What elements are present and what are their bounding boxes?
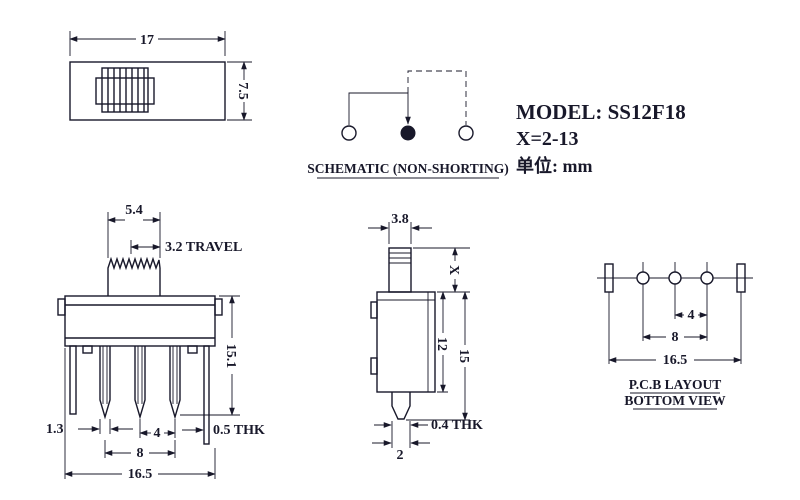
schematic-dashed-trace [407, 70, 467, 125]
mounting-ear-left [57, 298, 66, 316]
front-pin-span-dim: 8 [137, 446, 144, 461]
pcb-hole-span-dim: 8 [672, 330, 679, 345]
side-knob-height-dim: X [446, 265, 461, 275]
switch-body-top-outline [69, 61, 226, 121]
knob-ridges [389, 252, 411, 264]
pcb-layout: 4 8 16.5 P.C.B LAYOUT BOTTOM VIEW [597, 262, 753, 410]
pin-inner-lines [102, 346, 178, 404]
front-view: 5.4 3.2 TRAVEL 15.1 1.3 4 8 16.5 0.5 THK [46, 203, 265, 482]
slider-slot [95, 77, 155, 105]
support-leg-left [69, 345, 77, 415]
top-view: 17 7.5 [69, 31, 252, 121]
top-view-height-dim: 7.5 [235, 82, 250, 100]
top-view-extension-lines [69, 31, 252, 121]
x-range-text: X=2-13 [516, 128, 579, 150]
actuator-knob-side [388, 247, 412, 293]
terminal-circle-right [458, 125, 474, 141]
terminal-pins [99, 346, 181, 420]
side-body-height-dim: 12 [434, 337, 449, 351]
pcb-hole-left [636, 271, 650, 285]
side-total-height-dim: 15 [456, 349, 471, 363]
front-pin-width-dim: 1.3 [46, 422, 64, 437]
actuator-knob-serrated [107, 256, 161, 296]
front-bracket-thk-dim: 0.5 THK [213, 423, 265, 438]
model-text: MODEL: SS12F18 [516, 100, 686, 124]
terminal-pin-side [391, 392, 411, 420]
switch-body-front-outline [64, 295, 216, 347]
terminal-circle-common [400, 125, 416, 141]
bottom-tab-left [82, 345, 93, 354]
pcb-hole-center [668, 271, 682, 285]
side-view: 3.8 X 12 15 0.4 THK 2 [368, 212, 483, 463]
front-travel-dim: 3.2 TRAVEL [165, 240, 242, 255]
pcb-extension-lines [608, 262, 742, 364]
unit-text: 单位: mm [516, 155, 592, 176]
switch-body-side-outline [376, 291, 436, 393]
support-bracket-right [203, 345, 210, 445]
pcb-hole-pitch-dim: 4 [688, 308, 695, 323]
pcb-label-line1: P.C.B LAYOUT [629, 377, 721, 392]
front-knob-width-dim: 5.4 [125, 203, 143, 218]
mounting-ear-right [214, 298, 223, 316]
front-height-dim: 15.1 [223, 344, 238, 369]
side-body-inner-lines [377, 292, 435, 392]
title-block: MODEL: SS12F18 X=2-13 单位: mm [516, 100, 686, 176]
slider-knob-top [101, 67, 149, 113]
side-pin-len-dim: 2 [397, 448, 404, 463]
pcb-slot-span-dim: 16.5 [663, 353, 688, 368]
bottom-tab-right [187, 345, 198, 354]
pcb-hole-right [700, 271, 714, 285]
front-body-width-dim: 16.5 [128, 467, 153, 482]
front-pin-pitch-dim: 4 [154, 426, 161, 441]
top-view-width-dim: 17 [140, 33, 154, 48]
pcb-label-line2: BOTTOM VIEW [624, 393, 726, 408]
schematic-label: SCHEMATIC (NON-SHORTING) [307, 161, 508, 176]
knob-hatch-lines [107, 68, 145, 112]
side-tab-lower [370, 357, 378, 375]
side-view-extension-lines [388, 222, 470, 448]
side-tab-upper [370, 301, 378, 319]
schematic-solid-trace [348, 92, 411, 125]
body-inner-lines [65, 304, 215, 339]
terminal-circle-left [341, 125, 357, 141]
side-knob-width-dim: 3.8 [391, 212, 409, 227]
side-pin-thk-dim: 0.4 THK [431, 418, 483, 433]
schematic: SCHEMATIC (NON-SHORTING) [307, 70, 509, 179]
